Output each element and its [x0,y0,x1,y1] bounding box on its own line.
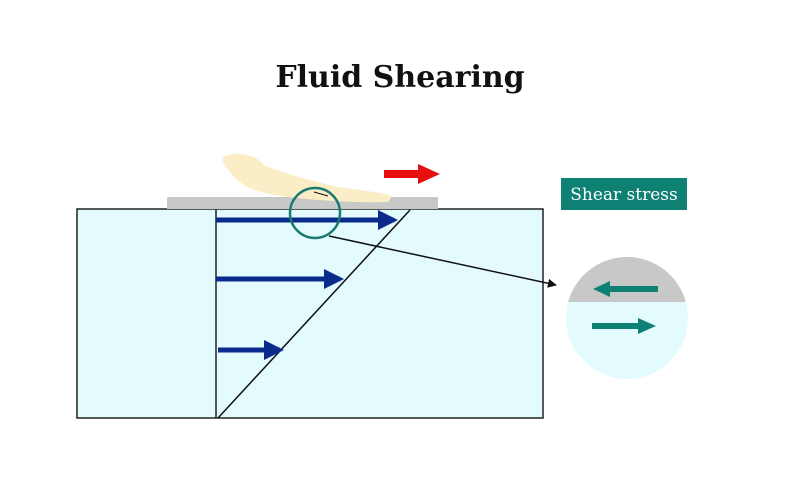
shear-arrow-right-icon [592,318,656,334]
fluid-tank [76,208,544,419]
inset-connector-arrow [328,235,557,288]
zoom-leader-line [313,191,329,197]
velocity-profile-line [217,209,411,419]
shear-stress-label: Shear stress [570,185,678,205]
shear-arrow-left-icon [593,281,658,297]
zoom-circle [288,186,342,240]
inset-plate [566,257,688,302]
shear-stress-label-box [561,178,687,210]
inset-magnified-view [566,257,688,379]
top-plate [167,197,438,209]
motion-arrow-icon [384,164,440,184]
page-title: Fluid Shearing [275,60,524,95]
hand-icon [222,153,392,203]
